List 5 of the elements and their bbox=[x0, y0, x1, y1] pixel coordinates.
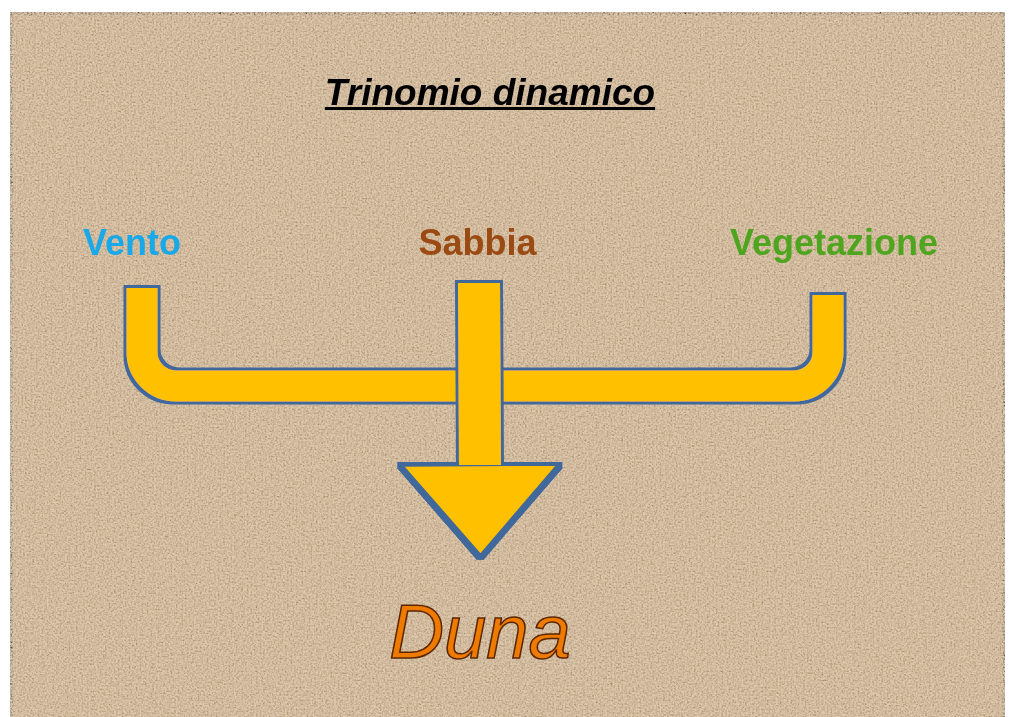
title: Trinomio dinamico bbox=[323, 72, 657, 114]
factor-word: Sabbia bbox=[395, 222, 560, 283]
result-word: Duna bbox=[340, 555, 620, 675]
factor-word: Vento bbox=[62, 222, 202, 288]
factor-word: Vegetazione bbox=[700, 222, 968, 295]
